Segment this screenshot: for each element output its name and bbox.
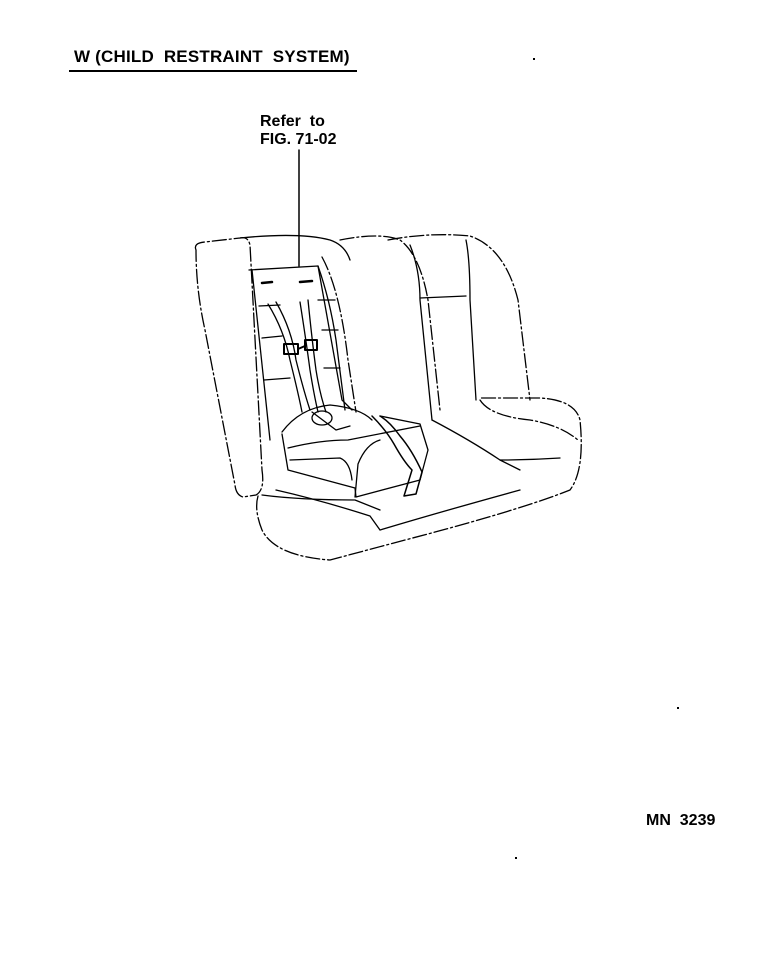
scan-speck [515, 857, 517, 859]
scan-speck [677, 707, 679, 709]
reference-callout: Refer to FIG. 71-02 [260, 113, 336, 149]
callout-line-1: Refer to [260, 113, 325, 130]
title-underline [69, 70, 357, 72]
section-title: W (CHILD RESTRAINT SYSTEM) [74, 47, 350, 66]
scan-speck [533, 58, 535, 60]
figure-code: MN 3239 [646, 812, 716, 829]
callout-line-2: FIG. 71-02 [260, 131, 337, 148]
